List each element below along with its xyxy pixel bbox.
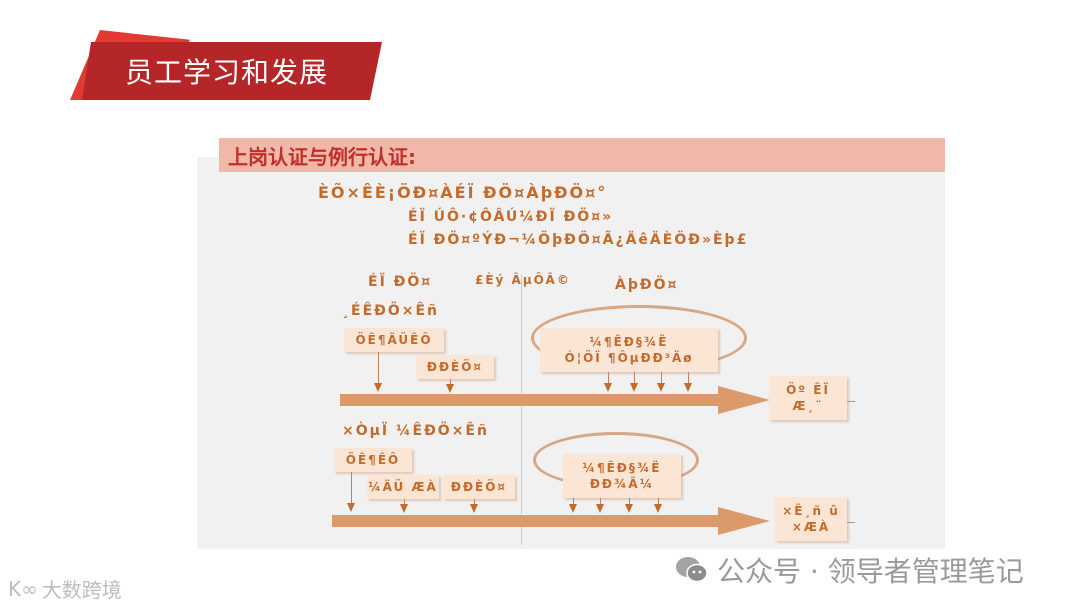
intro-line-1: ÈÕ×ÊÈ¡ÖÐ¤ÀÉÏ ÐÖ¤ÀþÐÖ¤° [318, 183, 608, 202]
intro-line-2: ÉÏ ÚÔ·¢ÔÂÚ¼ÐÏ ÐÖ¤» [408, 209, 614, 225]
row2-down-arrow-7 [654, 498, 662, 513]
row1-label: ¸ÉÊÐÖ×Êñ [342, 303, 440, 319]
row2-end-tick [847, 522, 855, 523]
brand-label: 大数跨境 [41, 578, 122, 602]
row2-timeline-arrow [332, 515, 722, 527]
brand-watermark: K∞ 大数跨境 [8, 574, 122, 603]
row2-down-arrow-1 [347, 472, 355, 512]
row1-down-arrow-3 [604, 372, 612, 392]
row2-box-knowledge-test: ÖÊ¶ÊÔ [334, 448, 412, 472]
row1-timeline-arrow [340, 394, 720, 406]
wechat-account-label: 公众号 · 领导者管理笔记 [717, 555, 1024, 588]
brand-logo-icon: K∞ [8, 576, 38, 601]
row1-arrow-head [718, 386, 770, 414]
row2-arrow-head [718, 507, 770, 535]
row2-box-certification: ÐÐÈÖ¤ [443, 475, 515, 499]
section-header-bar [219, 138, 945, 172]
column-label-period: £Èý ÂµÔÂ© [475, 273, 571, 287]
row2-down-arrow-4 [569, 498, 577, 513]
row1-down-arrow-2 [446, 379, 454, 393]
column-label-routine: ÀþÐÖ¤ [615, 277, 679, 293]
row1-end-box: Öº ÊÏ Æ¸¨ [769, 376, 847, 420]
row2-down-arrow-6 [625, 498, 633, 513]
row1-loop-box: ¼¶ÊÐ§¾Ë Ó¦ÖÏ ¶ÔµÐÐ³Äø [540, 328, 718, 372]
column-label-onboarding: ÉÏ ÐÖ¤ [368, 274, 433, 290]
column-divider [521, 275, 522, 545]
row1-box-certification: ÐÐÈÖ¤ [416, 355, 494, 379]
row1-down-arrow-4 [630, 372, 638, 392]
wechat-watermark: 公众号 · 领导者管理笔记 [675, 550, 1024, 590]
row1-down-arrow-5 [657, 372, 665, 392]
page-title: 员工学习和发展 [125, 56, 329, 89]
row2-loop-box: ¼¶ÊÐ§¾Ë ÐÐ¾Ã¼ [563, 454, 681, 498]
row2-box-skill-eval: ¼ÄÜ ÆÀ [367, 475, 439, 499]
row1-end-tick [847, 401, 855, 402]
row2-end-box: ×Ê¸ñ û ×ÆÀ [775, 497, 847, 541]
row2-down-arrow-2 [400, 499, 408, 513]
intro-line-3: ÉÏ ÐÖ¤ºÝÐ¬¼ÖþÐÖ¤Ã¿ÄêÄÈÖÐ»Èþ£ [408, 232, 749, 248]
row2-down-arrow-3 [470, 499, 478, 513]
row1-down-arrow-6 [684, 372, 692, 392]
title-banner [82, 42, 382, 100]
row2-down-arrow-5 [596, 498, 604, 513]
row2-label: ×ÒµÏ ¼ÊÐÖ×Êñ [342, 423, 489, 439]
section-title: 上岗认证与例行认证: [228, 145, 416, 169]
row1-down-arrow-1 [374, 352, 382, 392]
row1-box-knowledge-test: ÖÊ¶ÄÜÊÔ [344, 328, 444, 352]
wechat-icon [676, 557, 708, 583]
